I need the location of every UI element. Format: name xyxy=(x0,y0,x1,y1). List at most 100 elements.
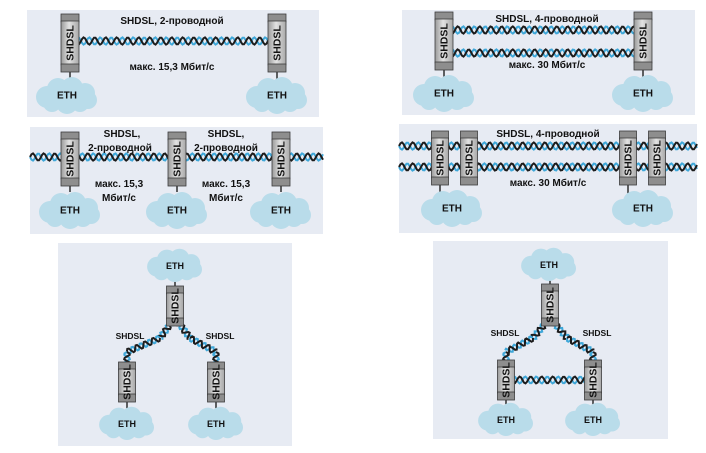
shdsl-modem-icon: SHDSL xyxy=(207,361,225,403)
cloud-puff xyxy=(166,207,188,229)
cloud-puff xyxy=(153,264,170,281)
twisted-pair-black xyxy=(443,48,644,58)
eth-label: ETH xyxy=(633,89,653,100)
cloud-puff xyxy=(448,92,466,110)
ethernet-cloud-icon: ETH xyxy=(612,190,673,227)
twisted-pair-black xyxy=(505,375,594,385)
cloud-puff xyxy=(596,418,613,435)
eth-label: ETH xyxy=(267,91,287,102)
cloud-puff xyxy=(428,207,446,225)
cloud-puff xyxy=(74,209,92,227)
cloud-puff xyxy=(509,418,526,435)
shdsl-modem-icon: SHDSL xyxy=(431,130,449,186)
device-bottom-cap xyxy=(207,393,225,403)
shdsl-modem-icon: SHDSL xyxy=(267,13,287,73)
shdsl-modem-icon: SHDSL xyxy=(271,131,291,187)
panel1-title: SHDSL, 2-проводной xyxy=(120,16,223,27)
cloud-puff xyxy=(43,94,61,112)
cloud-puff xyxy=(178,264,195,281)
cloud-puff xyxy=(632,205,654,227)
ethernet-cloud-icon: ETH xyxy=(521,247,576,281)
cloud-puff xyxy=(46,209,64,227)
device-bottom-cap xyxy=(118,393,136,403)
device-label: SHDSL xyxy=(652,140,664,176)
ethernet-cloud-icon: ETH xyxy=(99,406,154,440)
shdsl-modem-icon: SHDSL xyxy=(167,131,187,187)
shdsl-devices: SHDSL SHDSL SHDSL SHDSL SHDSL SHDSL SHDSL SHDSL… xyxy=(60,11,666,403)
cloud-puff xyxy=(181,209,199,227)
device-label: SHDSL xyxy=(211,364,223,400)
device-label: SHDSL xyxy=(464,140,476,176)
eth-label: ETH xyxy=(540,260,558,270)
shdsl-modem-icon: SHDSL xyxy=(541,283,559,327)
device-bottom-cap xyxy=(541,317,559,327)
panel3-title-a-line2: 2-проводной xyxy=(88,143,152,154)
panel2-title: SHDSL, 4-проводной xyxy=(495,14,598,25)
cloud-puff xyxy=(266,92,288,114)
cloud-puff xyxy=(456,207,474,225)
cloud-puff xyxy=(194,422,211,439)
device-bottom-cap xyxy=(166,317,184,327)
shdsl-modem-icon: SHDSL xyxy=(497,359,515,401)
cloud-puff xyxy=(420,92,438,110)
panel5-right-label: SHDSL xyxy=(206,331,235,341)
eth-label: ETH xyxy=(118,419,136,429)
ethernet-cloud-icon: ETH xyxy=(612,75,673,112)
cloud-puff xyxy=(433,90,455,112)
device-label: SHDSL xyxy=(122,364,134,400)
device-bottom-cap xyxy=(271,177,291,187)
cloud-puff xyxy=(270,207,292,229)
device-label: SHDSL xyxy=(172,141,184,177)
cloud-puff xyxy=(496,416,516,436)
ethernet-cloud-icon: ETH xyxy=(188,406,243,440)
eth-label: ETH xyxy=(166,261,184,271)
shdsl-modem-icon: SHDSL xyxy=(60,13,80,73)
shdsl-modem-icon: SHDSL xyxy=(460,130,478,186)
shdsl-modem-icon: SHDSL xyxy=(648,130,666,186)
device-label: SHDSL xyxy=(65,141,77,177)
panel3-title-b-line1: SHDSL, xyxy=(208,129,245,140)
cloud-puff xyxy=(285,209,303,227)
cloud-puff xyxy=(619,92,637,110)
eth-label: ETH xyxy=(497,415,515,425)
eth-label: ETH xyxy=(442,204,462,215)
device-bottom-cap xyxy=(167,177,187,187)
twisted-pair-blue xyxy=(69,36,277,46)
panel3-speed-a-line1: макс. 15,3 xyxy=(95,179,144,190)
cloud-puff xyxy=(441,205,463,227)
cloud-puff xyxy=(552,263,569,280)
device-bottom-cap xyxy=(497,391,515,401)
twisted-pair-black xyxy=(566,335,595,354)
cloud-puff xyxy=(257,209,275,227)
panel4-title: SHDSL, 4-проводной xyxy=(496,129,599,140)
cloud-puff xyxy=(484,418,501,435)
panel3-title-a-line1: SHDSL, xyxy=(104,129,141,140)
shdsl-modem-icon: SHDSL xyxy=(619,130,637,186)
eth-label: ETH xyxy=(60,206,80,217)
device-bottom-cap xyxy=(584,391,602,401)
cloud-puff xyxy=(281,94,299,112)
panel5-left-label: SHDSL xyxy=(116,331,145,341)
device-bottom-cap xyxy=(267,63,287,73)
device-bottom-cap xyxy=(434,61,454,71)
shdsl-modem-icon: SHDSL xyxy=(584,359,602,401)
device-bottom-cap xyxy=(633,61,653,71)
panel2-speed: макс. 30 Мбит/с xyxy=(509,59,586,71)
cloud-puff xyxy=(165,262,185,282)
cloud-puff xyxy=(632,90,654,112)
twisted-pair-black xyxy=(443,25,644,35)
cloud-puff xyxy=(647,92,665,110)
device-label: SHDSL xyxy=(501,362,513,398)
twisted-pair-black xyxy=(125,336,161,354)
panel4-speed: макс. 30 Мбит/с xyxy=(510,177,587,189)
shdsl-modem-icon: SHDSL xyxy=(118,361,136,403)
shdsl-modem-icon: SHDSL xyxy=(633,11,653,71)
ethernet-cloud-icon: ETH xyxy=(36,77,97,114)
eth-label: ETH xyxy=(207,419,225,429)
cloud-puff xyxy=(253,94,271,112)
device-label: SHDSL xyxy=(272,25,284,61)
cloud-puff xyxy=(105,422,122,439)
cloud-puff xyxy=(527,263,544,280)
